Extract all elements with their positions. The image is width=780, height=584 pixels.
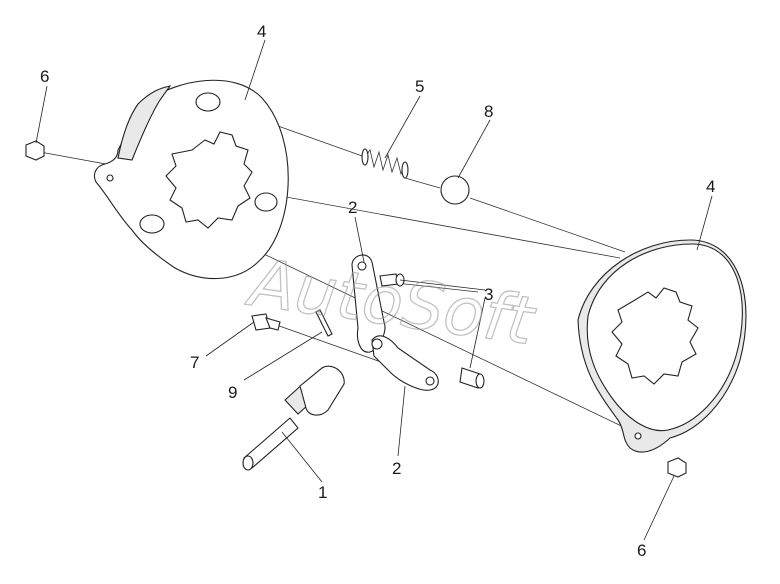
bolt bbox=[251, 313, 281, 331]
ball bbox=[440, 175, 470, 205]
callout-2-upper: 2 bbox=[348, 198, 357, 217]
pins bbox=[379, 273, 485, 389]
right-brake-disc bbox=[577, 239, 747, 453]
rod-with-fork bbox=[242, 365, 345, 471]
cotter-pin bbox=[315, 309, 333, 337]
callout-3: 3 bbox=[484, 285, 493, 304]
callout-8: 8 bbox=[484, 102, 493, 121]
callout-7: 7 bbox=[190, 353, 199, 372]
nut-left bbox=[25, 140, 45, 161]
callout-6-left: 6 bbox=[40, 67, 49, 86]
callout-2-lower: 2 bbox=[392, 459, 401, 478]
spring bbox=[361, 148, 409, 179]
callout-1: 1 bbox=[318, 483, 327, 502]
callout-4-left: 4 bbox=[257, 22, 266, 41]
linkage-lever bbox=[351, 254, 439, 391]
nut-right bbox=[667, 457, 687, 478]
callout-6-right: 6 bbox=[637, 541, 646, 560]
left-brake-disc bbox=[93, 79, 289, 280]
callout-labels: 1 2 2 3 4 4 5 6 6 7 8 9 bbox=[40, 22, 715, 560]
leader-lines bbox=[35, 39, 713, 541]
callout-9: 9 bbox=[228, 383, 237, 402]
callout-4-right: 4 bbox=[706, 177, 715, 196]
callout-5: 5 bbox=[415, 77, 424, 96]
